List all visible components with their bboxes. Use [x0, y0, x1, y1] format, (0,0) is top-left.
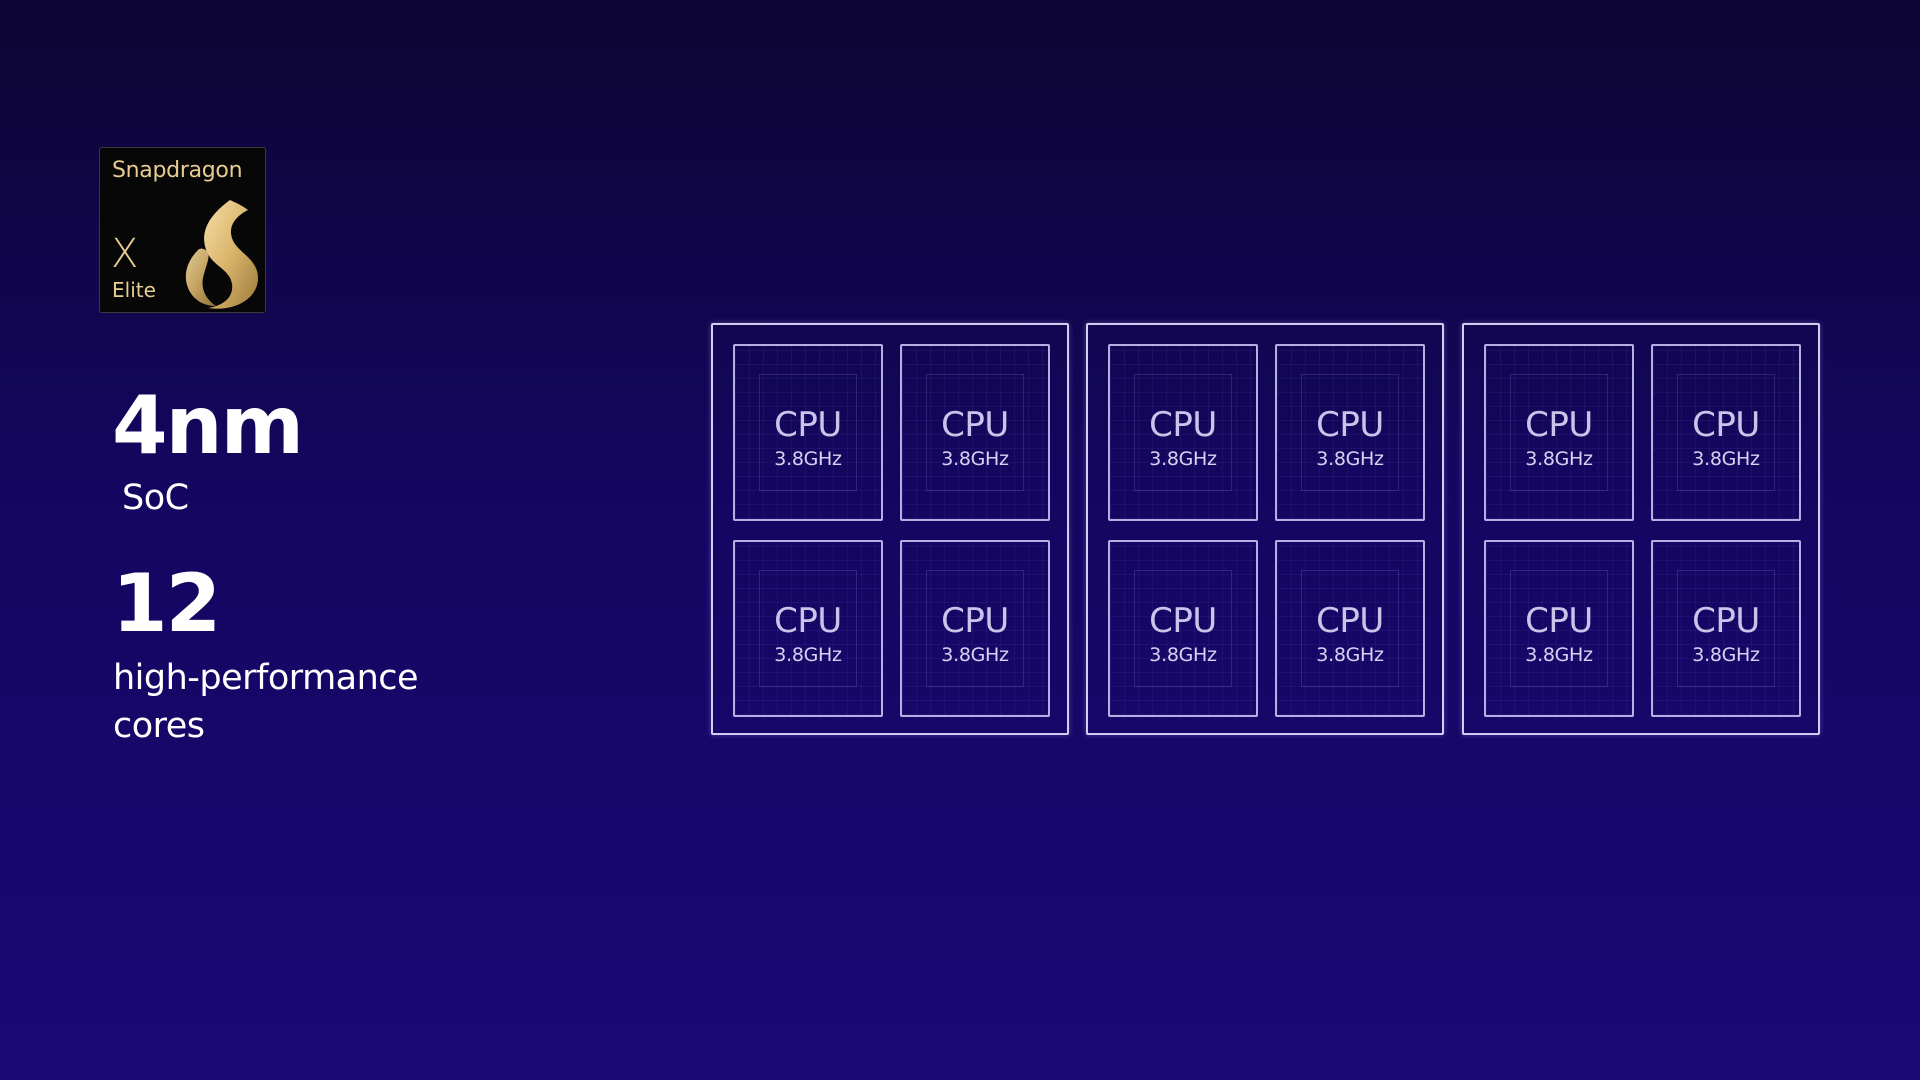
core-inner-outline — [1677, 374, 1775, 491]
logo-brand-text: Snapdragon — [112, 158, 243, 183]
cpu-core-frequency: 3.8GHz — [774, 644, 842, 666]
cpu-core-name: CPU — [941, 405, 1009, 445]
cpu-core-name: CPU — [1692, 601, 1760, 641]
snapdragon-swirl-icon — [185, 200, 258, 309]
cpu-core-frequency: 3.8GHz — [1316, 644, 1384, 666]
core-inner-outline — [926, 374, 1024, 491]
core-inner-outline — [1301, 570, 1399, 687]
core-inner-outline — [759, 570, 857, 687]
cpu-core-frequency: 3.8GHz — [941, 644, 1009, 666]
cpu-core: CPU 3.8GHz — [1484, 540, 1634, 717]
cpu-core-frequency: 3.8GHz — [1525, 448, 1593, 470]
core-inner-outline — [1134, 570, 1232, 687]
cpu-core: CPU 3.8GHz — [1651, 344, 1801, 521]
cpu-core: CPU 3.8GHz — [1108, 344, 1258, 521]
cpu-core-frequency: 3.8GHz — [1149, 448, 1217, 470]
core-count-value: 12 — [112, 557, 221, 650]
cpu-core: CPU 3.8GHz — [1484, 344, 1634, 521]
cpu-core: CPU 3.8GHz — [733, 540, 883, 717]
cpu-core-name: CPU — [1316, 405, 1384, 445]
logo-tier-text: Elite — [112, 278, 156, 302]
process-node-label: SoC — [122, 478, 189, 518]
cpu-core-frequency: 3.8GHz — [1692, 448, 1760, 470]
cpu-core-frequency: 3.8GHz — [1692, 644, 1760, 666]
process-node-value: 4nm — [112, 379, 304, 472]
cpu-core: CPU 3.8GHz — [733, 344, 883, 521]
core-inner-outline — [1301, 374, 1399, 491]
cpu-core-name: CPU — [1692, 405, 1760, 445]
snapdragon-x-elite-logo: Snapdragon X Elite — [99, 147, 266, 313]
cpu-core-frequency: 3.8GHz — [1149, 644, 1217, 666]
cpu-core-frequency: 3.8GHz — [774, 448, 842, 470]
core-inner-outline — [1510, 374, 1608, 491]
cpu-core: CPU 3.8GHz — [1108, 540, 1258, 717]
cpu-core: CPU 3.8GHz — [900, 540, 1050, 717]
core-inner-outline — [759, 374, 857, 491]
core-inner-outline — [926, 570, 1024, 687]
cpu-core: CPU 3.8GHz — [1275, 344, 1425, 521]
cpu-core: CPU 3.8GHz — [1275, 540, 1425, 717]
cpu-core-frequency: 3.8GHz — [1316, 448, 1384, 470]
cpu-core-name: CPU — [941, 601, 1009, 641]
cpu-core-name: CPU — [774, 601, 842, 641]
logo-series-text: X — [111, 231, 139, 277]
cpu-core-name: CPU — [1525, 601, 1593, 641]
cpu-core-frequency: 3.8GHz — [941, 448, 1009, 470]
core-inner-outline — [1677, 570, 1775, 687]
cpu-core: CPU 3.8GHz — [900, 344, 1050, 521]
core-inner-outline — [1510, 570, 1608, 687]
core-inner-outline — [1134, 374, 1232, 491]
cpu-core-name: CPU — [1149, 405, 1217, 445]
cpu-core-name: CPU — [1149, 601, 1217, 641]
cpu-core: CPU 3.8GHz — [1651, 540, 1801, 717]
cpu-core-frequency: 3.8GHz — [1525, 644, 1593, 666]
core-count-label: high-performance cores — [113, 658, 419, 746]
cpu-core-name: CPU — [774, 405, 842, 445]
cpu-core-name: CPU — [1525, 405, 1593, 445]
cpu-core-name: CPU — [1316, 601, 1384, 641]
